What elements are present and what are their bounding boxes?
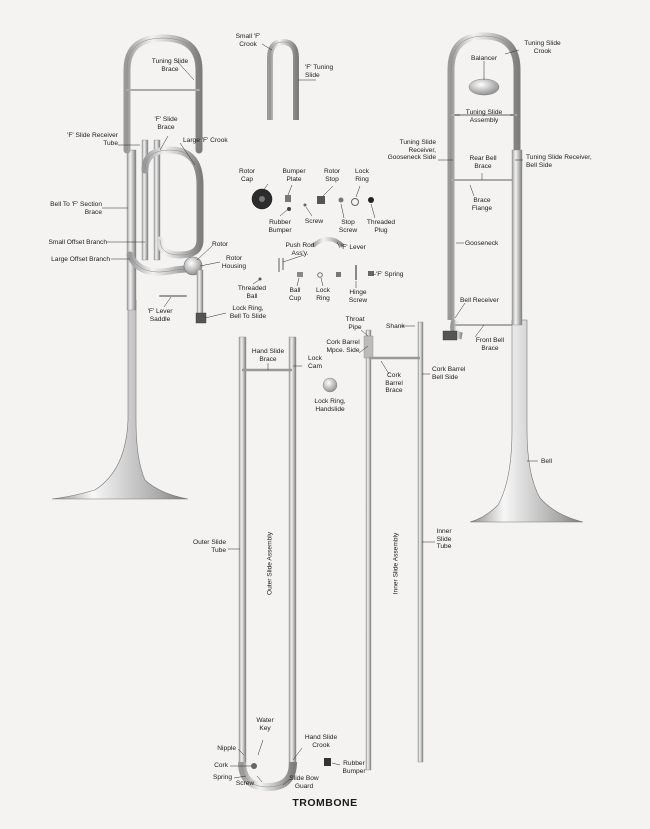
label-lock-ring-mid: Lock Ring (309, 287, 337, 302)
label-tuning-slide-assembly: Tuning Slide Assembly (456, 109, 512, 124)
label-inner-slide-assembly: Inner Slide Assembly (393, 519, 400, 609)
label-inner-slide-tube: Inner Slide Tube (430, 528, 458, 551)
label-outer-slide-tube: Outer Slide Tube (180, 539, 226, 554)
label-tuning-slide-receiver-gooseneck: Tuning Slide Receiver, Gooseneck Side (378, 139, 436, 162)
label-balancer: Balancer (463, 55, 505, 63)
label-lock-ring-top: Lock Ring (348, 168, 376, 183)
label-large-f-crook: Large 'F' Crook (183, 137, 243, 145)
label-small-offset-branch: Small Offset Branch (20, 239, 107, 247)
label-f-lever: 'F' Lever (341, 244, 381, 252)
diagram-title: TROMBONE (0, 797, 650, 809)
label-lock-ring-bell-to-slide: Lock Ring, Bell To Slide (220, 305, 276, 320)
label-cork-barrel-brace: Cork Barrel Brace (378, 372, 410, 395)
label-water-key: Water Key (250, 717, 280, 732)
label-rotor-cap: Rotor Cap (232, 168, 262, 183)
label-lock-ring-handslide: Lock Ring, Handslide (306, 398, 354, 413)
label-bumper-plate: Bumper Plate (278, 168, 310, 183)
label-small-f-crook: Small 'F' Crook (228, 33, 268, 48)
label-shank: Shank (386, 323, 416, 331)
label-outer-slide-assembly: Outer Slide Assembly (267, 519, 274, 609)
label-rotor-stop: Rotor Stop (318, 168, 346, 183)
label-ball-cup: Ball Cup (282, 287, 308, 302)
bell-section-f-attachment (52, 38, 206, 499)
label-rear-bell-brace: Rear Bell Brace (464, 155, 502, 170)
label-front-bell-brace: Front Bell Brace (470, 337, 510, 352)
label-slide-bow-guard: Slide Bow Guard (284, 775, 324, 790)
label-rotor: Rotor (212, 241, 242, 249)
label-screw-top: Screw (300, 218, 328, 226)
label-tuning-slide-receiver-bell: Tuning Slide Receiver, Bell Side (526, 154, 610, 169)
label-screw-bottom: Screw (230, 780, 260, 788)
f-tuning-slide-part (270, 42, 296, 120)
label-cork: Cork (200, 762, 228, 770)
label-tuning-slide-brace: Tuning Slide Brace (142, 58, 198, 73)
label-rubber-bumper-top: Rubber Bumper (264, 219, 296, 234)
label-cork-barrel-mpce: Cork Barrel Mpce. Side (320, 339, 366, 354)
label-cork-barrel-bell: Cork Barrel Bell Side (432, 366, 482, 381)
label-nipple: Nipple (200, 745, 236, 753)
label-rotor-housing: Rotor Housing (215, 255, 253, 270)
label-brace-flange: Brace Flange (462, 197, 502, 212)
label-f-spring: 'F' Spring (376, 271, 416, 279)
rotor-small-parts (252, 189, 374, 766)
label-throat-pipe: Throat Pipe (340, 316, 370, 331)
label-hand-slide-crook: Hand Slide Crook (300, 734, 342, 749)
label-f-lever-saddle: 'F' Lever Saddle (140, 308, 180, 323)
label-lock-cam: Lock Cam (302, 355, 328, 370)
label-hinge-screw: Hinge Screw (343, 289, 373, 304)
label-threaded-ball: Threaded Ball (232, 285, 272, 300)
label-stop-screw: Stop Screw (334, 219, 362, 234)
label-gooseneck: Gooseneck (465, 240, 515, 248)
label-threaded-plug: Threaded Plug (363, 219, 399, 234)
label-f-slide-receiver-tube: 'F' Slide Receiver Tube (28, 132, 118, 147)
label-large-offset-branch: Large Offset Branch (20, 256, 110, 264)
label-tuning-slide-crook: Tuning Slide Crook (515, 40, 570, 55)
label-f-slide-brace: 'F' Slide Brace (148, 116, 184, 131)
label-rubber-bumper-bottom: Rubber Bumper (337, 760, 371, 775)
label-push-rod-assy: Push Rod Ass'y. (282, 242, 318, 257)
label-hand-slide-brace: Hand Slide Brace (246, 348, 290, 363)
label-bell-receiver: Bell Receiver (460, 297, 520, 305)
label-bell: Bell (541, 458, 571, 466)
label-bell-to-f-section-brace: Bell To 'F' Section Brace (28, 201, 102, 216)
label-f-tuning-slide: 'F' Tuning Slide (305, 64, 345, 79)
label-spring: Spring (200, 774, 232, 782)
